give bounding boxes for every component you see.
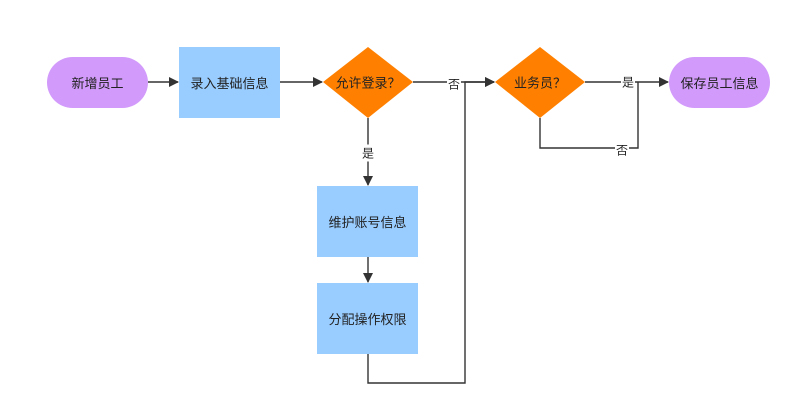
edge-salesperson-no xyxy=(539,82,639,149)
start-node-label: 新增员工 xyxy=(71,77,124,92)
edge-assign-to-salesperson xyxy=(367,77,495,384)
decision-allow-login-shape xyxy=(323,47,413,118)
edge-label-login-yes: 是 xyxy=(360,144,376,162)
process-assign-permission-label: 分配操作权限 xyxy=(328,313,407,328)
end-node-label: 保存员工信息 xyxy=(680,77,759,92)
decision-is-salesperson-label: 业务员？ xyxy=(513,76,567,92)
decision-allow-login-label: 允许登录？ xyxy=(335,76,401,92)
process-maintain-account: 维护账号信息 xyxy=(317,186,418,257)
end-node: 保存员工信息 xyxy=(669,57,770,108)
edge-label-login-no: 否 xyxy=(446,75,462,93)
process-maintain-account-label: 维护账号信息 xyxy=(328,216,407,231)
decision-is-salesperson-shape xyxy=(495,47,585,118)
start-node: 新增员工 xyxy=(47,57,148,108)
edge-label-sales-yes: 是 xyxy=(620,73,636,91)
process-assign-permission: 分配操作权限 xyxy=(317,283,418,354)
edge-label-sales-no: 否 xyxy=(614,141,630,159)
process-enter-basic-info: 录入基础信息 xyxy=(179,47,280,118)
process-enter-basic-info-label: 录入基础信息 xyxy=(190,77,269,92)
